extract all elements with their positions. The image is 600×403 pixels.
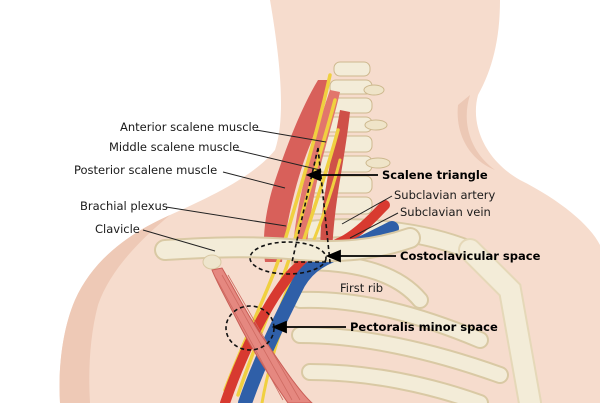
anterior-scalene [320,110,350,262]
label-posterior-scalene: Posterior scalene muscle [74,163,217,177]
label-middle-scalene: Middle scalene muscle [109,140,239,154]
label-anterior-scalene: Anterior scalene muscle [120,120,259,134]
label-first-rib: First rib [340,281,383,295]
label-subclavian-vein: Subclavian vein [400,205,491,219]
label-scalene-triangle: Scalene triangle [382,168,488,182]
label-brachial-plexus: Brachial plexus [80,199,168,213]
pectoralis-minor-space-outline [225,305,275,351]
shoulder-shading [59,215,170,403]
posterior-scalene [263,80,330,262]
pectoralis-striations [215,274,301,401]
costoclavicular-space-outline [249,241,327,275]
label-costoclavicular-space: Costoclavicular space [400,249,541,263]
leader-lines [142,129,399,252]
label-pectoralis-minor-space: Pectoralis minor space [350,320,498,334]
label-clavicle: Clavicle [95,222,140,236]
neck-shading [457,95,495,170]
label-subclavian-artery: Subclavian artery [394,188,496,202]
clavicle-bone [154,227,421,270]
scalene-triangle-outline [290,147,331,263]
label-arrows [271,168,396,334]
